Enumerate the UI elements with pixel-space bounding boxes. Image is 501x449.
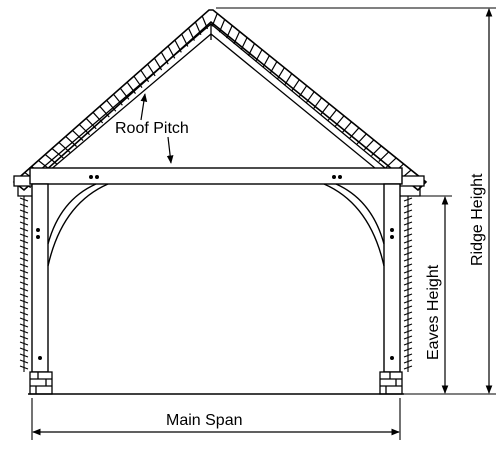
- post-left: [31, 183, 49, 373]
- post-right: [383, 183, 401, 373]
- roof-pitch-annotation: Roof Pitch: [115, 93, 189, 164]
- main-span-dimension: Main Span: [31, 398, 401, 440]
- ridge-height-label: Ridge Height: [469, 173, 486, 266]
- pad-stone-right: [379, 371, 403, 395]
- ridge-height-dimension: Ridge Height: [216, 7, 496, 395]
- eaves-height-dimension: Eaves Height: [404, 195, 452, 395]
- main-span-label: Main Span: [166, 412, 243, 429]
- roof-tiles: [12, 9, 428, 192]
- weatherboarding-right: [403, 196, 413, 372]
- pad-stone-left: [29, 371, 53, 395]
- rafters: [25, 23, 403, 183]
- weatherboarding-left: [19, 196, 29, 372]
- eaves-height-label: Eaves Height: [425, 264, 442, 360]
- eaves-detail-right: [399, 175, 425, 197]
- tie-beam: [29, 167, 403, 185]
- braces: [47, 183, 385, 267]
- roof-pitch-label: Roof Pitch: [115, 120, 189, 137]
